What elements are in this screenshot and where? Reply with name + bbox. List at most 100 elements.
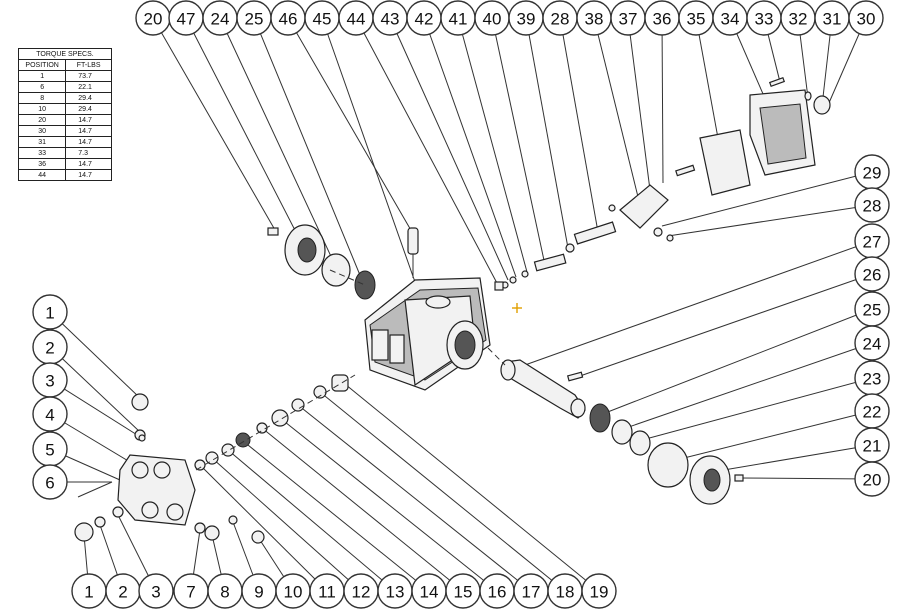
callout-number: 26 [863, 266, 882, 285]
callout-1: 1 [71, 573, 107, 609]
callout-2: 2 [105, 573, 141, 609]
leader-line [627, 17, 651, 191]
callout-39: 39 [508, 0, 544, 36]
crankshaft [500, 359, 586, 419]
callout-30: 30 [848, 0, 884, 36]
callout-20: 20 [135, 0, 171, 36]
torque-value-cell: 22.1 [65, 81, 112, 93]
leader-line [661, 171, 873, 227]
manifold-head [117, 454, 196, 526]
leader-line [711, 444, 873, 473]
callout-circle [32, 464, 68, 500]
callout-13: 13 [377, 573, 413, 609]
callout-9: 9 [241, 573, 277, 609]
leader-line [525, 17, 569, 249]
leader-line [185, 17, 301, 241]
leader-line [219, 17, 336, 266]
leader-line [253, 17, 363, 281]
leader-line [199, 464, 328, 592]
callout-number: 1 [45, 304, 54, 323]
callout-number: 43 [381, 10, 400, 29]
leader-line [287, 17, 413, 233]
position-cell: 8 [17, 92, 67, 104]
callout-number: 22 [863, 403, 882, 422]
callout-number: 3 [151, 583, 160, 602]
leader-line [641, 377, 873, 441]
callout-number: 2 [45, 339, 54, 358]
callout-circle [32, 294, 68, 330]
callout-17: 17 [513, 573, 549, 609]
callout-19: 19 [581, 573, 617, 609]
callout-21: 21 [854, 427, 890, 463]
callout-number: 46 [279, 10, 298, 29]
callout-16: 16 [479, 573, 515, 609]
front-flange [284, 224, 376, 300]
torque-value-cell: 14.7 [65, 136, 112, 148]
callout-circle [848, 0, 884, 36]
torque-table-header-row: POSITION FT-LBS [17, 59, 112, 71]
leader-line [49, 346, 141, 433]
callout-24: 24 [854, 325, 890, 361]
callout-number: 16 [488, 583, 507, 602]
callout-number: 5 [45, 441, 54, 460]
callout-number: 28 [551, 10, 570, 29]
callout-number: 32 [789, 10, 808, 29]
position-cell: 30 [17, 125, 67, 137]
callout-number: 37 [619, 10, 638, 29]
callout-number: 45 [313, 10, 332, 29]
position-cell: 36 [17, 158, 67, 170]
leader-line [297, 404, 532, 592]
position-cell: 10 [17, 103, 67, 115]
assembly-axis-lower [195, 374, 356, 471]
callout-number: 29 [863, 164, 882, 183]
callout-number: 20 [863, 471, 882, 490]
torque-value-cell: 14.7 [65, 125, 112, 137]
crankcase-housing [364, 277, 491, 391]
callout-number: 8 [220, 583, 229, 602]
leader-lines [49, 17, 873, 592]
leader-line [261, 427, 464, 592]
callout-35: 35 [678, 0, 714, 36]
callout-8: 8 [207, 573, 243, 609]
callout-number: 7 [186, 583, 195, 602]
leader-line [579, 273, 873, 377]
callout-25: 25 [236, 0, 272, 36]
callout-47: 47 [168, 0, 204, 36]
callout-12: 12 [343, 573, 379, 609]
callout-25: 25 [854, 291, 890, 327]
position-cell: 44 [17, 169, 67, 181]
callout-number: 41 [449, 10, 468, 29]
position-cell: 31 [17, 136, 67, 148]
callout-number: 38 [585, 10, 604, 29]
position-cell: 6 [17, 81, 67, 93]
torque-value-cell: 14.7 [65, 169, 112, 181]
callout-2: 2 [32, 329, 68, 365]
leader-line [491, 17, 546, 266]
callout-number: 11 [318, 583, 336, 602]
callout-number: 34 [721, 10, 740, 29]
assembly-axis-upper [329, 269, 366, 286]
callout-41: 41 [440, 0, 476, 36]
callout-number: 25 [245, 10, 264, 29]
callout-44: 44 [338, 0, 374, 36]
leader-line [423, 17, 517, 278]
leader-line [227, 449, 396, 592]
callout-23: 23 [854, 360, 890, 396]
leader-line [389, 17, 509, 281]
leader-line [599, 308, 873, 416]
callout-number: 33 [755, 10, 774, 29]
callout-number: 1 [84, 583, 93, 602]
position-cell: 33 [17, 147, 67, 159]
callout-10: 10 [275, 573, 311, 609]
callout-20: 20 [854, 461, 890, 497]
callout-number: 31 [823, 10, 842, 29]
connecting-rod [501, 184, 674, 289]
